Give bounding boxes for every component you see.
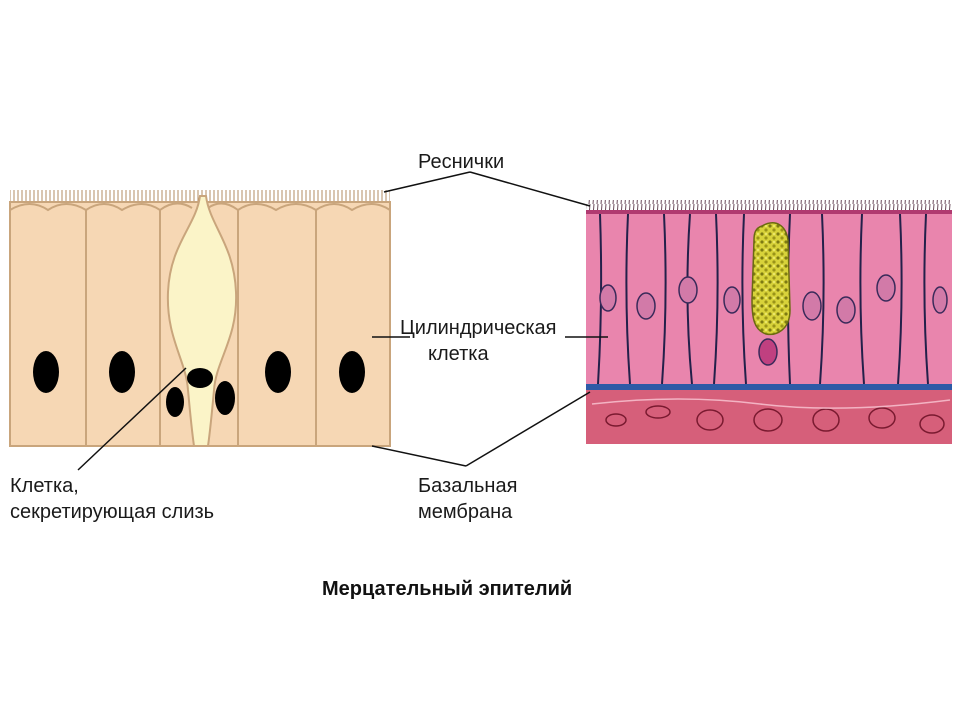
columnar-cell-label-line1: Цилиндрическая [400, 317, 557, 339]
leader-lines [77, 171, 608, 471]
nucleus [339, 351, 365, 393]
cilia-label: Реснички [418, 151, 505, 173]
basal-leader-left [371, 445, 467, 467]
cilia-leader-left [383, 171, 471, 193]
histo-goblet-granules [751, 222, 791, 336]
goblet-cell [166, 195, 238, 447]
histo-cell-borders [597, 213, 929, 385]
histo-connective-tissue [586, 390, 952, 444]
nucleus [109, 351, 135, 393]
cilia-leader-right [469, 171, 591, 207]
columnar-cell-label-line2: клетка [428, 343, 489, 365]
nucleus [265, 351, 291, 393]
goblet-leader [77, 367, 187, 471]
goblet-cell-label-line1: Клетка, [10, 475, 79, 497]
basal-leader-right [465, 391, 591, 467]
histo-nuclei [599, 274, 948, 366]
nucleus [33, 351, 59, 393]
goblet-cell-label-line2: секретирующая слизь [10, 501, 215, 523]
basal-membrane-label-line2: мембрана [418, 501, 513, 523]
goblet-nucleus [187, 368, 213, 388]
histo-basal-membrane [586, 384, 952, 390]
nucleus [215, 381, 235, 415]
histo-apical-edge [586, 210, 952, 214]
histology-micrograph [586, 200, 952, 444]
histo-connective-cells [591, 398, 951, 434]
schematic-epithelium [9, 190, 391, 447]
nucleus [166, 387, 184, 417]
figure-caption: Мерцательный эпителий [322, 578, 573, 600]
basal-membrane-label-line1: Базальная [418, 475, 518, 497]
schematic-cell-borders [9, 202, 391, 446]
